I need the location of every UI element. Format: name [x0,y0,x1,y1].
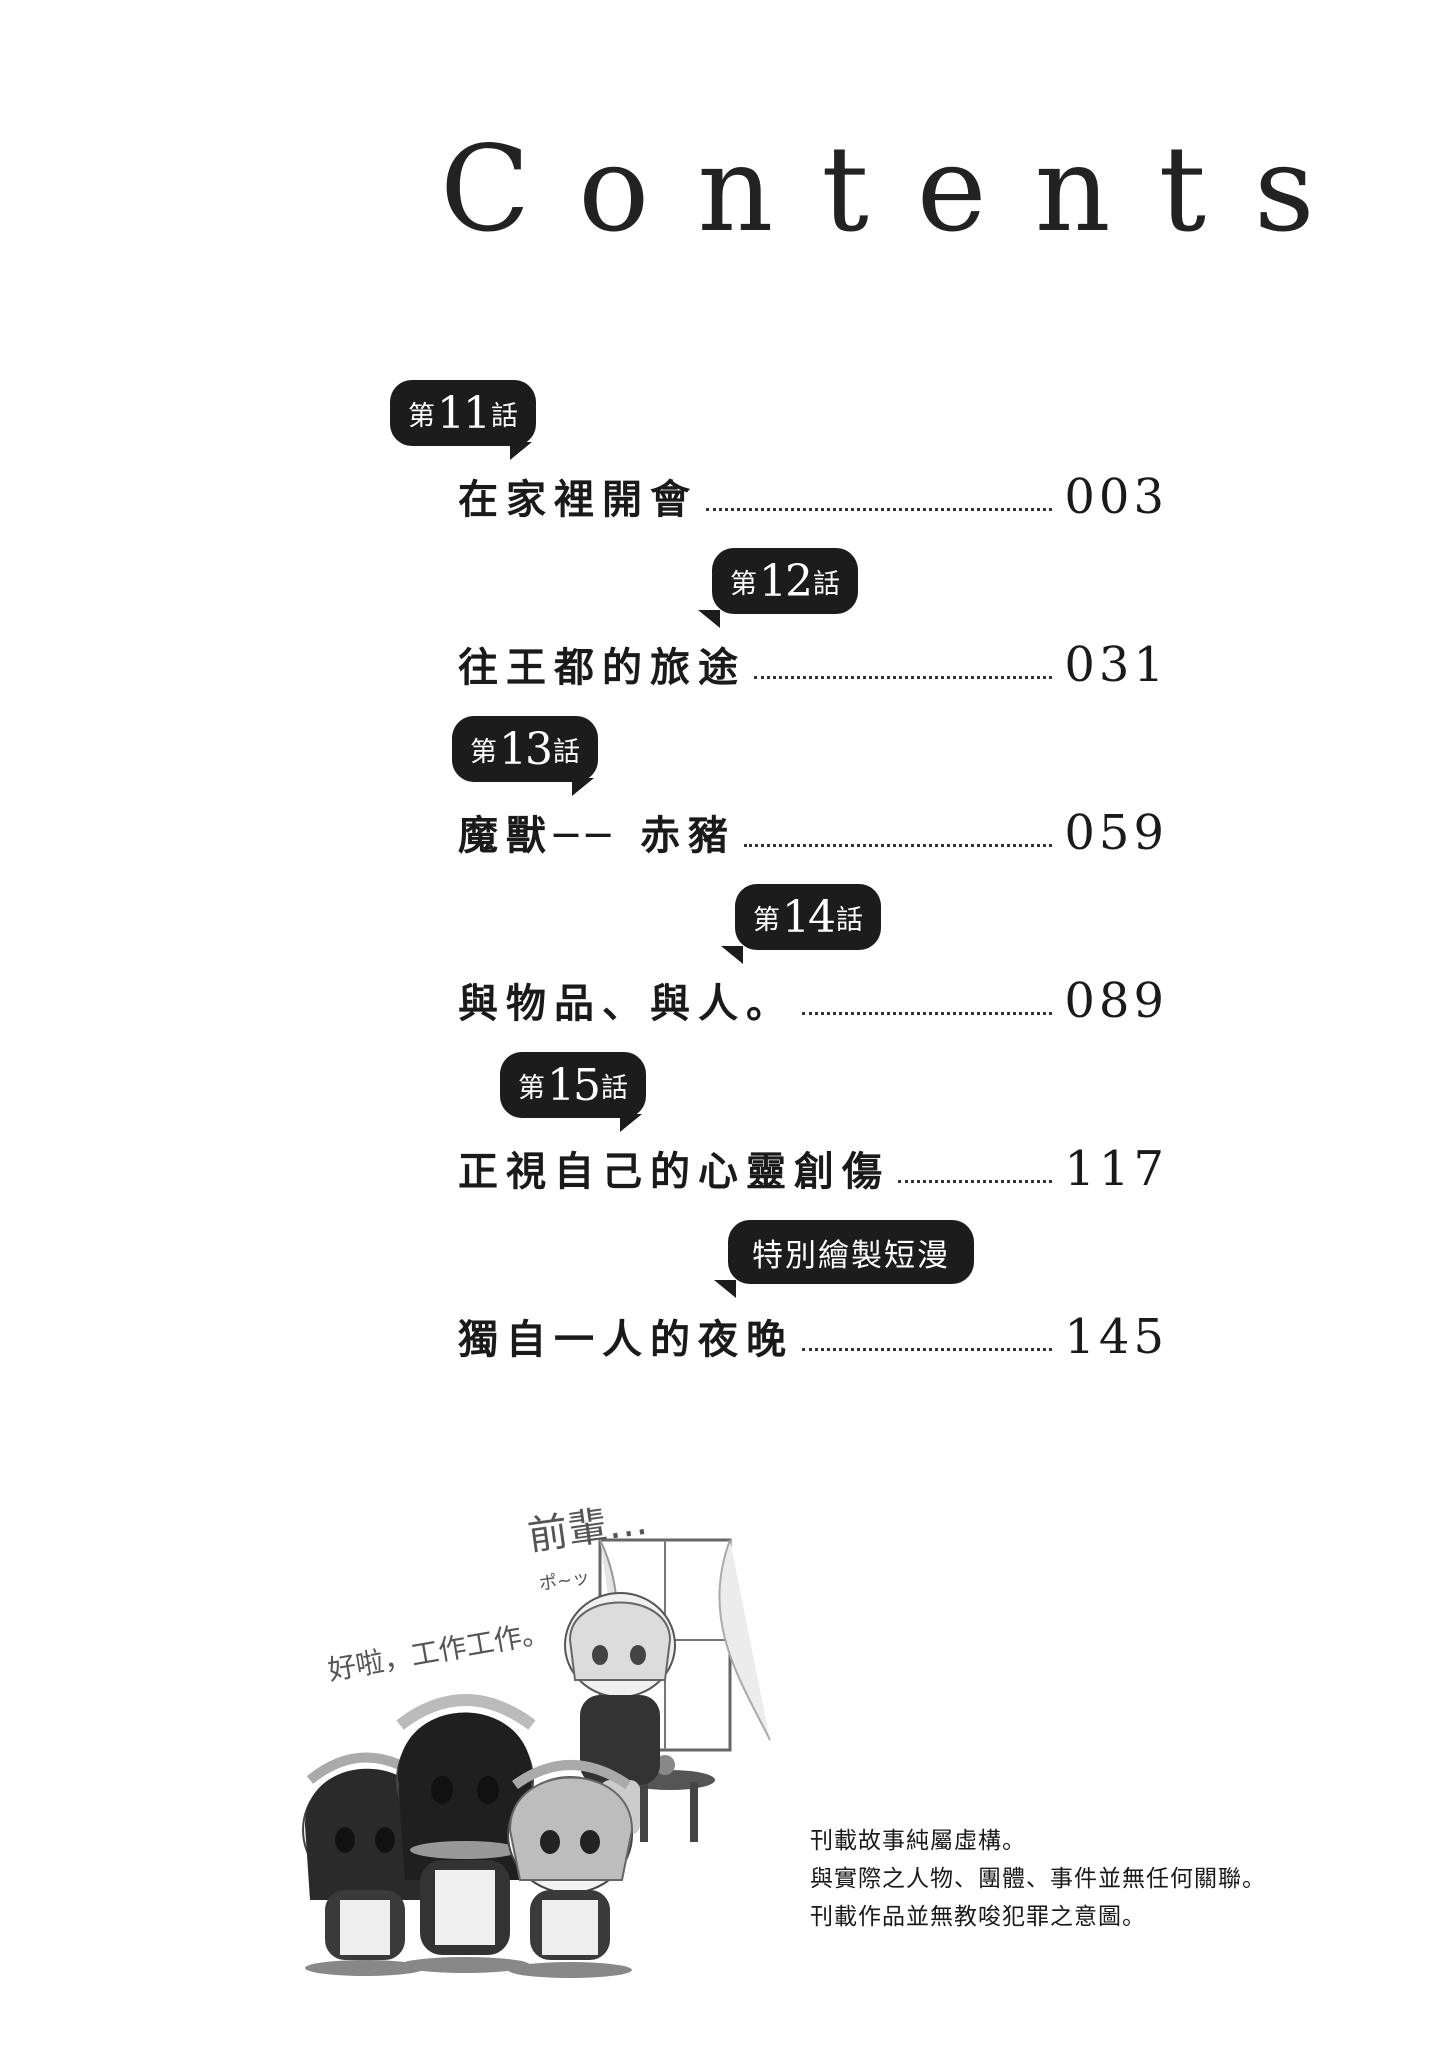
page-number: 059 [1064,805,1168,861]
badge-tail [510,442,532,460]
badge-tail [714,1280,736,1298]
badge-tail [572,778,594,796]
leader-dots [754,676,1053,679]
page-number: 003 [1064,469,1168,525]
seated-girl [564,1592,676,1835]
maid-chibi-illustration: 前輩… ポ~ッ 好啦，工作工作。 [302,1498,771,1978]
illustration-text-senpai: 前輩… [525,1498,650,1560]
chapter-title: 正視自己的心靈創傷 [458,1149,890,1195]
badge-tail [698,610,720,628]
chapter-title: 與物品、與人。 [458,981,794,1027]
toc-entry-special[interactable]: 特別繪製短漫 獨自一人的夜晚 145 [0,1220,1445,1390]
illustration-text-work: 好啦，工作工作。 [325,1615,551,1686]
disclaimer-line: 與實際之人物、團體、事件並無任何關聯。 [810,1866,1266,1892]
page-number: 117 [1064,1141,1168,1197]
disclaimer-line: 刊載作品並無教唆犯罪之意圖。 [810,1904,1146,1930]
page-number: 145 [1064,1309,1168,1365]
special-badge: 特別繪製短漫 [728,1220,974,1284]
leader-dots [802,1012,1053,1015]
contents-title: Contents [440,120,1363,258]
leader-dots [898,1180,1053,1183]
chapter-title: 獨自一人的夜晚 [458,1317,794,1363]
leader-dots [802,1348,1053,1351]
maid-left [302,1752,429,1976]
chapter-title: 魔獸── 赤豬 [458,813,737,859]
disclaimer-notice: 刊載故事純屬虛構。 與實際之人物、團體、事件並無任何關聯。 刊載作品並無教唆犯罪… [810,1822,1266,1936]
badge-tail [721,946,743,964]
leader-dots [744,844,1053,847]
disclaimer-line: 刊載故事純屬虛構。 [810,1828,1026,1854]
chapter-title: 在家裡開會 [458,477,698,523]
maid-right [507,1760,634,1978]
page-number: 089 [1064,973,1168,1029]
badge-tail [620,1114,642,1132]
maid-center [396,1694,536,1973]
chapter-title: 往王都的旅途 [458,645,746,691]
illustration-text-small: ポ~ッ [538,1567,592,1595]
leader-dots [706,508,1053,511]
page-number: 031 [1064,637,1168,693]
